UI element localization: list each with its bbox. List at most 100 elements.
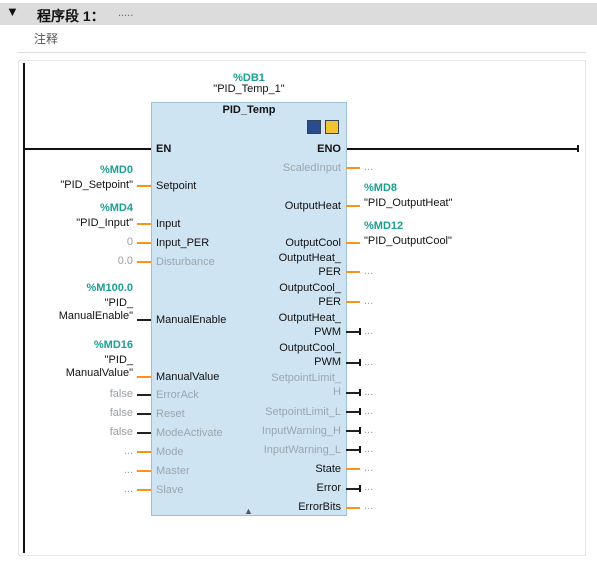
outputcool-per-value[interactable]: ...	[364, 295, 374, 307]
pin-setpoint[interactable]: Setpoint	[156, 180, 197, 192]
outputheat-pwm-value[interactable]: ...	[364, 325, 374, 337]
outputheat-tag[interactable]: "PID_OutputHeat"	[364, 197, 453, 209]
network-title-placeholder[interactable]: .....	[118, 7, 134, 19]
eno-wire-end	[577, 145, 579, 152]
input-tag[interactable]: "PID_Input"	[76, 217, 133, 229]
errorbits-value[interactable]: ...	[364, 500, 374, 512]
state-wire	[346, 468, 360, 470]
pin-manualenable[interactable]: ManualEnable	[156, 314, 227, 326]
manualenable-tag-line2[interactable]: ManualEnable"	[58, 310, 133, 322]
outputcool-pwm-tick	[359, 359, 361, 366]
pin-outputheat-per-line2[interactable]: PER	[318, 266, 341, 278]
errorbits-wire	[346, 507, 360, 509]
setpointlimit-h-wire	[346, 392, 360, 394]
open-editor-icon[interactable]	[307, 120, 321, 134]
reset-value[interactable]: false	[109, 407, 133, 419]
pin-input[interactable]: Input	[156, 218, 181, 230]
pin-setpointlimit-l[interactable]: SetpointLimit_L	[265, 406, 341, 418]
input-per-value[interactable]: 0	[126, 236, 133, 248]
manualvalue-address[interactable]: %MD16	[93, 339, 133, 351]
network-comment[interactable]: 注释	[34, 32, 59, 46]
outputcool-tag[interactable]: "PID_OutputCool"	[364, 235, 452, 247]
manualenable-address[interactable]: %M100.0	[86, 282, 133, 294]
collapse-block-icon[interactable]: ▲	[244, 506, 253, 516]
outputcool-pwm-value[interactable]: ...	[364, 356, 374, 368]
modeactivate-value[interactable]: false	[109, 426, 133, 438]
pin-outputcool-pwm-line1[interactable]: OutputCool_	[279, 342, 341, 354]
setpoint-address[interactable]: %MD0	[99, 164, 133, 176]
outputheat-per-value[interactable]: ...	[364, 265, 374, 277]
collapse-triangle-icon[interactable]: ▼	[6, 4, 19, 19]
outputcool-wire	[346, 242, 360, 244]
state-value[interactable]: ...	[364, 462, 374, 474]
power-rail	[23, 63, 25, 553]
instance-db-address[interactable]: %DB1	[233, 72, 265, 84]
pin-scaledinput[interactable]: ScaledInput	[282, 162, 341, 174]
inputwarning-h-value[interactable]: ...	[364, 424, 374, 436]
setpointlimit-h-tick	[359, 389, 361, 396]
mode-value[interactable]: ...	[123, 445, 133, 457]
master-value[interactable]: ...	[123, 464, 133, 476]
eno-wire	[346, 148, 578, 150]
pin-inputwarning-l[interactable]: InputWarning_L	[263, 444, 341, 456]
reset-wire	[137, 413, 151, 415]
manualvalue-wire	[137, 376, 151, 378]
disturbance-value[interactable]: 0.0	[117, 255, 133, 267]
setpoint-tag[interactable]: "PID_Setpoint"	[60, 179, 133, 191]
slave-value[interactable]: ...	[123, 483, 133, 495]
network-title: 程序段 1：	[37, 8, 105, 24]
setpointlimit-l-value[interactable]: ...	[364, 405, 374, 417]
pin-error[interactable]: Error	[316, 482, 341, 494]
pin-inputwarning-h[interactable]: InputWarning_H	[261, 425, 341, 437]
pin-reset[interactable]: Reset	[156, 408, 185, 420]
header-separator	[18, 52, 586, 53]
inputwarning-l-tick	[359, 446, 361, 453]
pin-outputheat-pwm-line2[interactable]: PWM	[314, 326, 341, 338]
pin-outputcool[interactable]: OutputCool	[285, 237, 341, 249]
manualvalue-tag-line1[interactable]: "PID_	[104, 354, 133, 366]
manualvalue-tag-line2[interactable]: ManualValue"	[65, 367, 133, 379]
inputwarning-h-tick	[359, 427, 361, 434]
errorack-wire	[137, 394, 151, 396]
pin-outputcool-per-line1[interactable]: OutputCool_	[279, 282, 341, 294]
pin-errorack[interactable]: ErrorAck	[156, 389, 199, 401]
manualenable-wire	[137, 319, 151, 321]
pin-outputheat[interactable]: OutputHeat	[284, 200, 341, 212]
pin-outputcool-pwm-line2[interactable]: PWM	[314, 356, 341, 368]
input-address[interactable]: %MD4	[99, 202, 133, 214]
mode-wire	[137, 451, 151, 453]
pin-errorbits[interactable]: ErrorBits	[298, 501, 341, 513]
pin-mode[interactable]: Mode	[156, 446, 184, 458]
pin-eno[interactable]: ENO	[317, 143, 341, 155]
pin-modeactivate[interactable]: ModeActivate	[156, 427, 223, 439]
setpointlimit-h-value[interactable]: ...	[364, 386, 374, 398]
pin-en[interactable]: EN	[156, 143, 172, 155]
outputheat-address[interactable]: %MD8	[364, 182, 398, 194]
inputwarning-h-wire	[346, 430, 360, 432]
pin-outputcool-per-line2[interactable]: PER	[318, 296, 341, 308]
pin-input-per[interactable]: Input_PER	[156, 237, 210, 249]
pid-temp-block[interactable]	[151, 102, 347, 516]
manualenable-tag-line1[interactable]: "PID_	[104, 297, 133, 309]
pin-disturbance[interactable]: Disturbance	[156, 256, 215, 268]
erroract-value[interactable]: false	[109, 388, 133, 400]
pin-master[interactable]: Master	[156, 465, 190, 477]
commissioning-icon[interactable]	[325, 120, 339, 134]
pin-outputheat-per-line1[interactable]: OutputHeat_	[278, 252, 341, 264]
block-type-name: PID_Temp	[222, 104, 276, 116]
error-value[interactable]: ...	[364, 481, 374, 493]
scaledinput-wire	[346, 167, 360, 169]
pin-state[interactable]: State	[315, 463, 341, 475]
ladder-area	[18, 60, 586, 556]
pin-setpointlimit-h-line2[interactable]: H	[333, 386, 341, 398]
inputwarning-l-value[interactable]: ...	[364, 443, 374, 455]
scaledinput-value[interactable]: ...	[364, 161, 374, 173]
pin-setpointlimit-h-line1[interactable]: SetpointLimit_	[271, 372, 341, 384]
outputcool-pwm-wire	[346, 362, 360, 364]
instance-db-name[interactable]: "PID_Temp_1"	[213, 83, 285, 95]
pin-outputheat-pwm-line1[interactable]: OutputHeat_	[278, 312, 341, 324]
pin-slave[interactable]: Slave	[156, 484, 184, 496]
network-header[interactable]: ▼ 程序段 1： .....	[0, 3, 597, 25]
outputcool-address[interactable]: %MD12	[364, 220, 404, 232]
pin-manualvalue[interactable]: ManualValue	[156, 371, 220, 383]
